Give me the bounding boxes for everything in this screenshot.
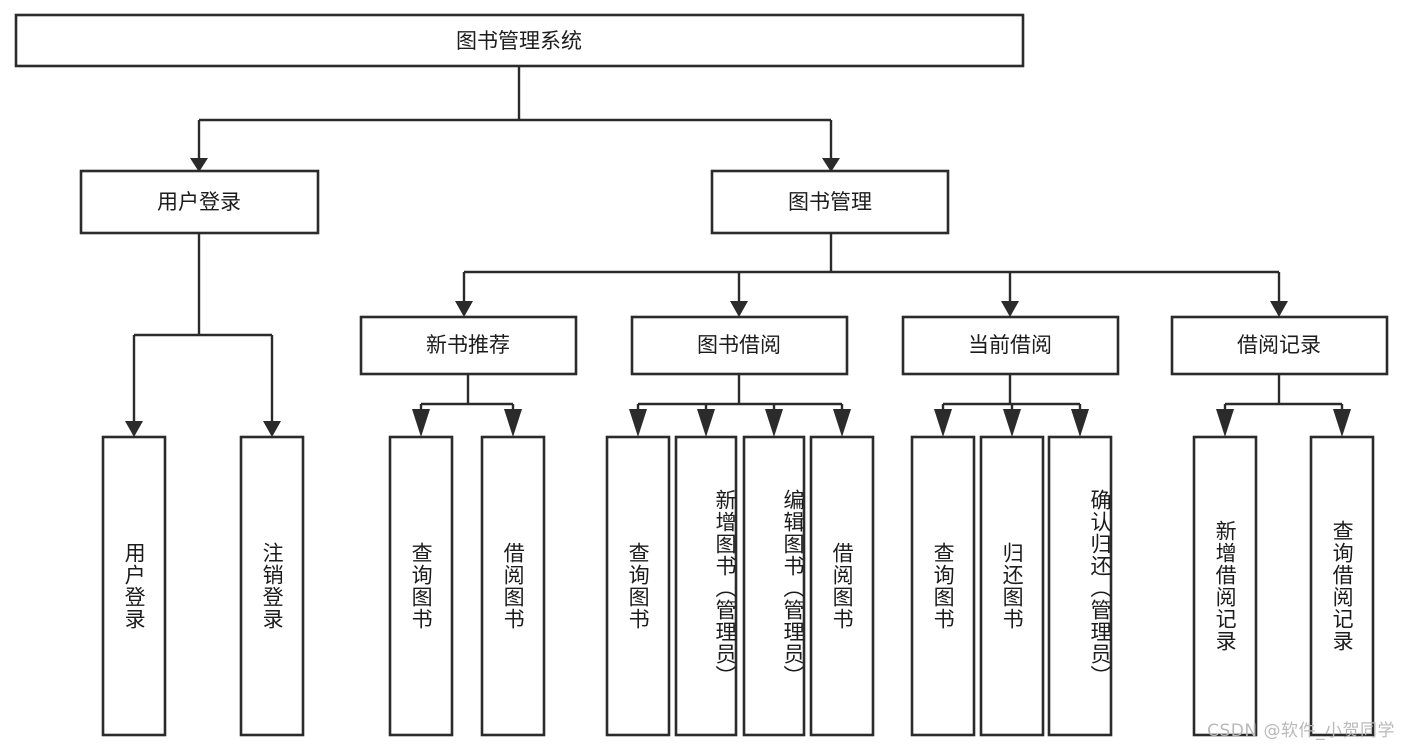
node-book-borrow-box[interactable] xyxy=(630,315,849,376)
csdn-watermark: CSDN @软件_小贺同学 xyxy=(1207,721,1395,741)
node-user-login[interactable]: 用户登录 xyxy=(79,169,320,235)
arrowhead-bb-leaf1 xyxy=(629,409,647,437)
arrowhead-br-leaf1 xyxy=(1216,409,1234,437)
node-root-label: 图书管理系统 xyxy=(456,29,582,53)
leaf-box-confirm-return-admin[interactable] xyxy=(1047,435,1113,737)
node-borrow-record-box[interactable] xyxy=(1170,315,1389,376)
arrowhead-leaf-user-login xyxy=(125,421,143,437)
arrowhead-user-login xyxy=(190,158,208,172)
leaf-box-logout[interactable] xyxy=(239,435,305,737)
node-book-management-box[interactable] xyxy=(710,169,950,235)
node-root-box[interactable] xyxy=(14,13,1025,68)
connectors-new-book-rec-to-leaves xyxy=(412,374,522,437)
node-book-management-label: 图书管理 xyxy=(788,190,872,214)
arrowhead-book-borrow xyxy=(730,301,748,317)
node-user-login-label: 用户登录 xyxy=(157,190,241,214)
leaf-box-query-book-bb[interactable] xyxy=(605,435,671,737)
node-new-book-recommend[interactable]: 新书推荐 xyxy=(359,315,578,376)
leaf-box-borrow-book-nbr[interactable] xyxy=(480,435,546,737)
arrowhead-current-borrow xyxy=(1001,301,1019,317)
arrowhead-book-mgmt xyxy=(822,158,840,172)
node-book-borrow-label: 图书借阅 xyxy=(697,333,781,357)
arrowhead-leaf-logout xyxy=(263,421,281,437)
node-book-borrow[interactable]: 图书借阅 xyxy=(630,315,849,376)
node-current-borrow[interactable]: 当前借阅 xyxy=(901,315,1120,376)
node-borrow-record[interactable]: 借阅记录 xyxy=(1170,315,1389,376)
arrowhead-cb-leaf2 xyxy=(1003,409,1021,437)
leaf-box-query-book-nbr[interactable] xyxy=(388,435,454,737)
arrowhead-cb-leaf1 xyxy=(934,409,952,437)
connectors-user-login-to-leaves xyxy=(125,233,281,437)
leaf-box-add-borrow-record[interactable] xyxy=(1192,435,1258,737)
leaf-box-borrow-book-bb[interactable] xyxy=(809,435,875,737)
node-borrow-record-label: 借阅记录 xyxy=(1237,333,1321,357)
leaf-box-query-book-cb[interactable] xyxy=(910,435,976,737)
connectors-book-borrow-to-leaves xyxy=(629,374,851,437)
connectors-current-borrow-to-leaves xyxy=(934,374,1089,437)
arrowhead-bb-leaf4 xyxy=(833,409,851,437)
arrowhead-bb-leaf3 xyxy=(765,409,783,437)
leaf-box-edit-book-admin[interactable] xyxy=(742,435,806,737)
connectors-borrow-record-to-leaves xyxy=(1216,374,1351,437)
leaf-box-return-book[interactable] xyxy=(979,435,1045,737)
arrowhead-br-leaf2 xyxy=(1333,409,1351,437)
node-new-book-recommend-box[interactable] xyxy=(359,315,578,376)
arrowhead-new-book-rec xyxy=(455,301,473,317)
arrowhead-nbr-leaf2 xyxy=(504,409,522,437)
leaf-box-query-borrow-record[interactable] xyxy=(1309,435,1375,737)
node-current-borrow-label: 当前借阅 xyxy=(968,333,1052,357)
arrowhead-bb-leaf2 xyxy=(697,409,715,437)
node-root[interactable]: 图书管理系统 xyxy=(14,13,1025,68)
connectors-book-mgmt-to-level3 xyxy=(455,233,1288,317)
node-current-borrow-box[interactable] xyxy=(901,315,1120,376)
node-book-management[interactable]: 图书管理 xyxy=(710,169,950,235)
arrowhead-nbr-leaf1 xyxy=(412,409,430,437)
node-new-book-recommend-label: 新书推荐 xyxy=(426,333,510,357)
node-user-login-box[interactable] xyxy=(79,169,320,235)
arrowhead-borrow-record xyxy=(1270,301,1288,317)
connectors-root-to-level2 xyxy=(190,66,840,172)
leaf-box-user-login[interactable] xyxy=(101,435,167,737)
leaf-boxes xyxy=(101,435,1375,737)
arrowhead-cb-leaf3 xyxy=(1071,409,1089,437)
leaf-box-add-book-admin[interactable] xyxy=(674,435,738,737)
